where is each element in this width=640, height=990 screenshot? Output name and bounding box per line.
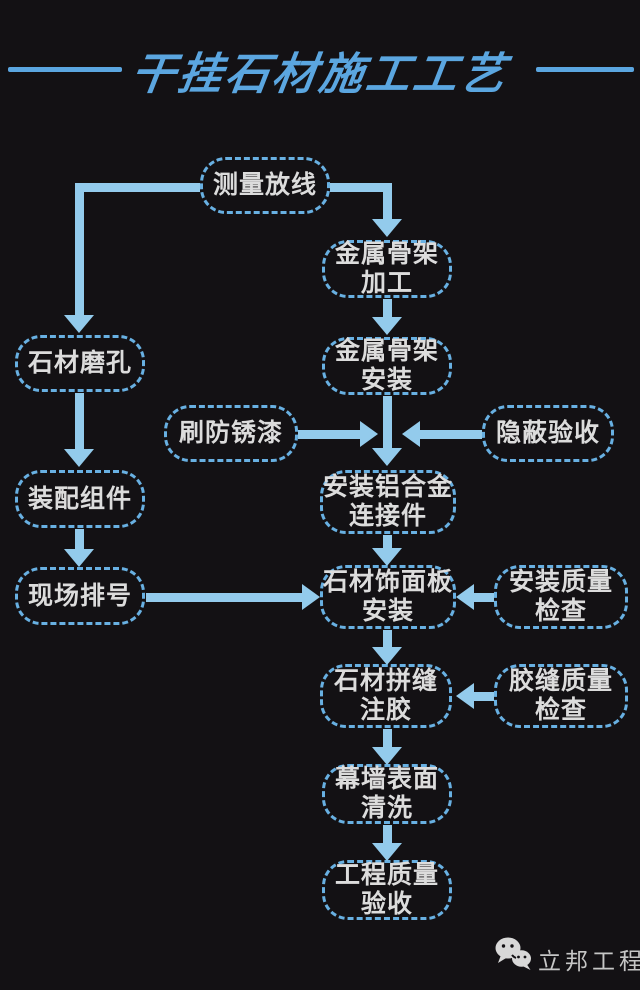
- page-title: 干挂石材施工工艺: [127, 50, 511, 99]
- arrowhead-sealant-qc: [456, 683, 474, 709]
- arrowhead-to-stone-panel: [372, 548, 402, 566]
- footer-brand: 立邦工程: [538, 948, 640, 974]
- node-frame-install: 金属骨架安装: [322, 337, 452, 395]
- node-aluminium-connector: 安装铝合金连接件: [320, 470, 456, 534]
- node-joint-sealing: 石材拼缝注胶: [320, 664, 452, 728]
- node-frame-fabrication: 金属骨架加工: [322, 240, 452, 298]
- arrowhead-rust-paint: [360, 421, 378, 447]
- node-stone-drilling: 石材磨孔: [15, 335, 145, 392]
- node-project-acceptance: 工程质量验收: [322, 860, 452, 920]
- title-rule-left: [8, 67, 122, 72]
- node-stone-panel-install: 石材饰面板安装: [320, 565, 456, 629]
- arrowhead-to-joint-sealing: [372, 647, 402, 665]
- node-concealed-acceptance: 隐蔽验收: [482, 405, 614, 462]
- title-rule-right: [536, 67, 634, 72]
- node-wall-cleaning: 幕墙表面清洗: [322, 764, 452, 824]
- arrow-concealed-check: [420, 430, 482, 439]
- arrowhead-to-wall-cleaning: [372, 747, 402, 765]
- arrow-survey-to-drilling-v: [75, 183, 84, 316]
- arrow-cleaning-to-acceptance: [383, 825, 392, 844]
- arrowhead-to-stone-drilling: [64, 315, 94, 333]
- node-rust-paint: 刷防锈漆: [164, 405, 298, 462]
- node-install-quality-check: 安装质量检查: [494, 565, 628, 629]
- node-survey: 测量放线: [200, 157, 330, 214]
- arrow-numbering-to-panel: [146, 593, 302, 602]
- arrow-survey-to-fab-v: [383, 183, 392, 220]
- arrow-fab-to-install: [383, 299, 392, 318]
- node-sealant-quality-check: 胶缝质量检查: [494, 664, 628, 728]
- arrow-survey-to-fab-h: [330, 183, 387, 192]
- arrowhead-to-frame-fab: [372, 219, 402, 237]
- arrow-survey-to-drilling-h: [78, 183, 200, 192]
- arrowhead-to-alu-connector: [372, 448, 402, 466]
- arrow-install-qc: [474, 593, 494, 602]
- arrow-install-to-connector: [383, 396, 392, 449]
- arrow-connector-to-panel: [383, 535, 392, 549]
- arrowhead-concealed-check: [402, 421, 420, 447]
- node-site-numbering: 现场排号: [15, 567, 145, 625]
- arrow-rust-paint: [298, 430, 360, 439]
- arrow-drilling-to-assemble: [75, 393, 84, 450]
- arrowhead-numbering-to-panel: [302, 584, 320, 610]
- arrowhead-install-qc: [456, 584, 474, 610]
- arrowhead-to-numbering: [64, 549, 94, 567]
- arrow-sealant-qc: [474, 692, 494, 701]
- arrowhead-to-acceptance: [372, 843, 402, 861]
- arrow-panel-to-sealing: [383, 630, 392, 648]
- node-assemble-parts: 装配组件: [15, 470, 145, 528]
- arrow-assemble-to-numbering: [75, 529, 84, 550]
- arrowhead-to-frame-install: [372, 317, 402, 335]
- arrowhead-to-assemble: [64, 449, 94, 467]
- wechat-icon: [495, 937, 531, 970]
- arrow-sealing-to-cleaning: [383, 729, 392, 748]
